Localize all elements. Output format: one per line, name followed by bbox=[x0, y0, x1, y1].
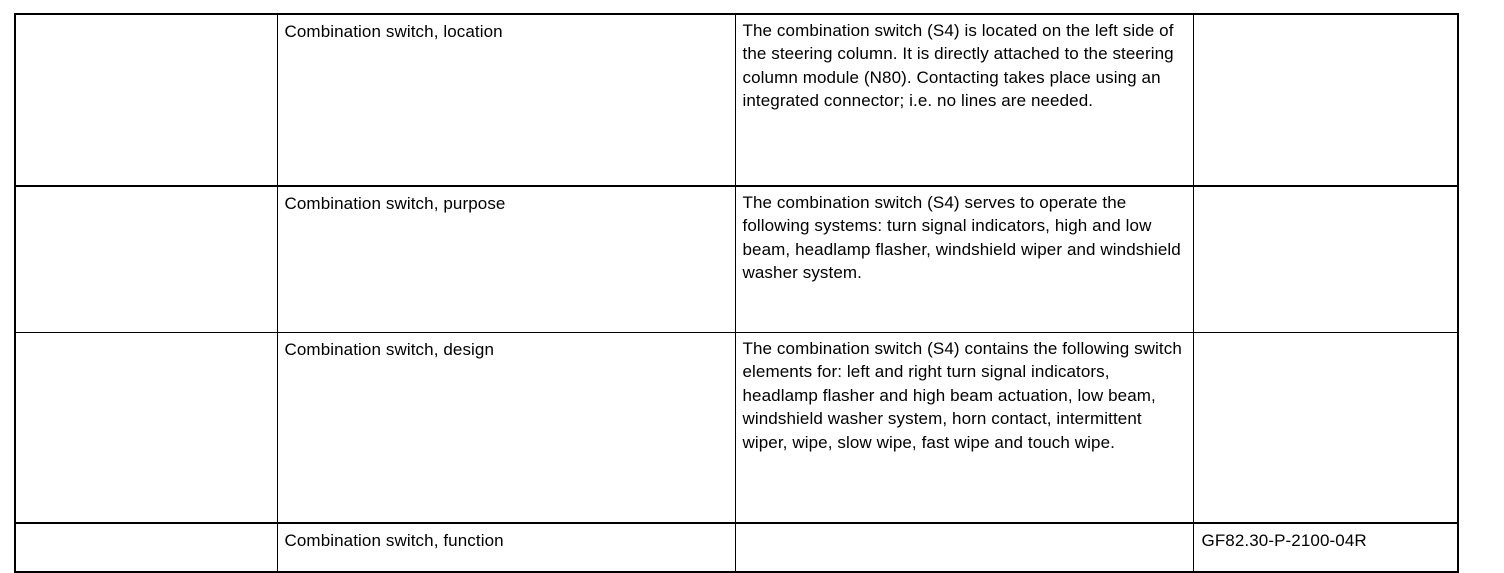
table-row: Combination switch, design The combinati… bbox=[14, 332, 1459, 524]
cell-document-id bbox=[1192, 332, 1459, 524]
topic-text: Combination switch, design bbox=[284, 340, 495, 359]
topic-text: Combination switch, purpose bbox=[284, 194, 506, 213]
table-row: Combination switch, function GF82.30-P-2… bbox=[14, 522, 1459, 573]
cell-reference bbox=[14, 332, 278, 524]
cell-reference bbox=[14, 522, 278, 573]
document-id-text bbox=[1194, 15, 1458, 26]
reference-text bbox=[16, 187, 277, 332]
cell-reference bbox=[14, 13, 278, 187]
topic-text: Combination switch, function bbox=[284, 531, 504, 550]
description-text: The combination switch (S4) contains the… bbox=[742, 339, 1187, 452]
combination-switch-table: Combination switch, location The combina… bbox=[14, 13, 1459, 573]
description-text bbox=[736, 524, 1193, 534]
cell-topic: Combination switch, location bbox=[276, 13, 736, 187]
document-id-text bbox=[1194, 333, 1458, 344]
description-text: The combination switch (S4) is located o… bbox=[742, 21, 1179, 111]
description-text: The combination switch (S4) serves to op… bbox=[742, 193, 1186, 283]
cell-topic: Combination switch, purpose bbox=[276, 185, 736, 333]
table-body: Combination switch, location The combina… bbox=[14, 13, 1459, 573]
cell-topic: Combination switch, design bbox=[276, 332, 736, 524]
cell-reference bbox=[14, 185, 278, 333]
document-id-text: GF82.30-P-2100-04R bbox=[1201, 531, 1367, 550]
table-row: Combination switch, purpose The combinat… bbox=[14, 185, 1459, 333]
topic-text: Combination switch, location bbox=[284, 22, 503, 41]
reference-text bbox=[16, 15, 277, 185]
reference-text bbox=[16, 333, 277, 522]
cell-topic: Combination switch, function bbox=[276, 522, 736, 573]
cell-description bbox=[734, 522, 1194, 573]
document-id-text bbox=[1194, 187, 1458, 198]
cell-document-id bbox=[1192, 185, 1459, 333]
table-row: Combination switch, location The combina… bbox=[14, 13, 1459, 187]
cell-document-id bbox=[1192, 13, 1459, 187]
cell-description: The combination switch (S4) serves to op… bbox=[734, 185, 1194, 333]
cell-description: The combination switch (S4) is located o… bbox=[734, 13, 1194, 187]
reference-text bbox=[16, 524, 277, 571]
cell-description: The combination switch (S4) contains the… bbox=[734, 332, 1194, 524]
document-page: Combination switch, location The combina… bbox=[14, 13, 1459, 573]
cell-document-id: GF82.30-P-2100-04R bbox=[1192, 522, 1459, 573]
